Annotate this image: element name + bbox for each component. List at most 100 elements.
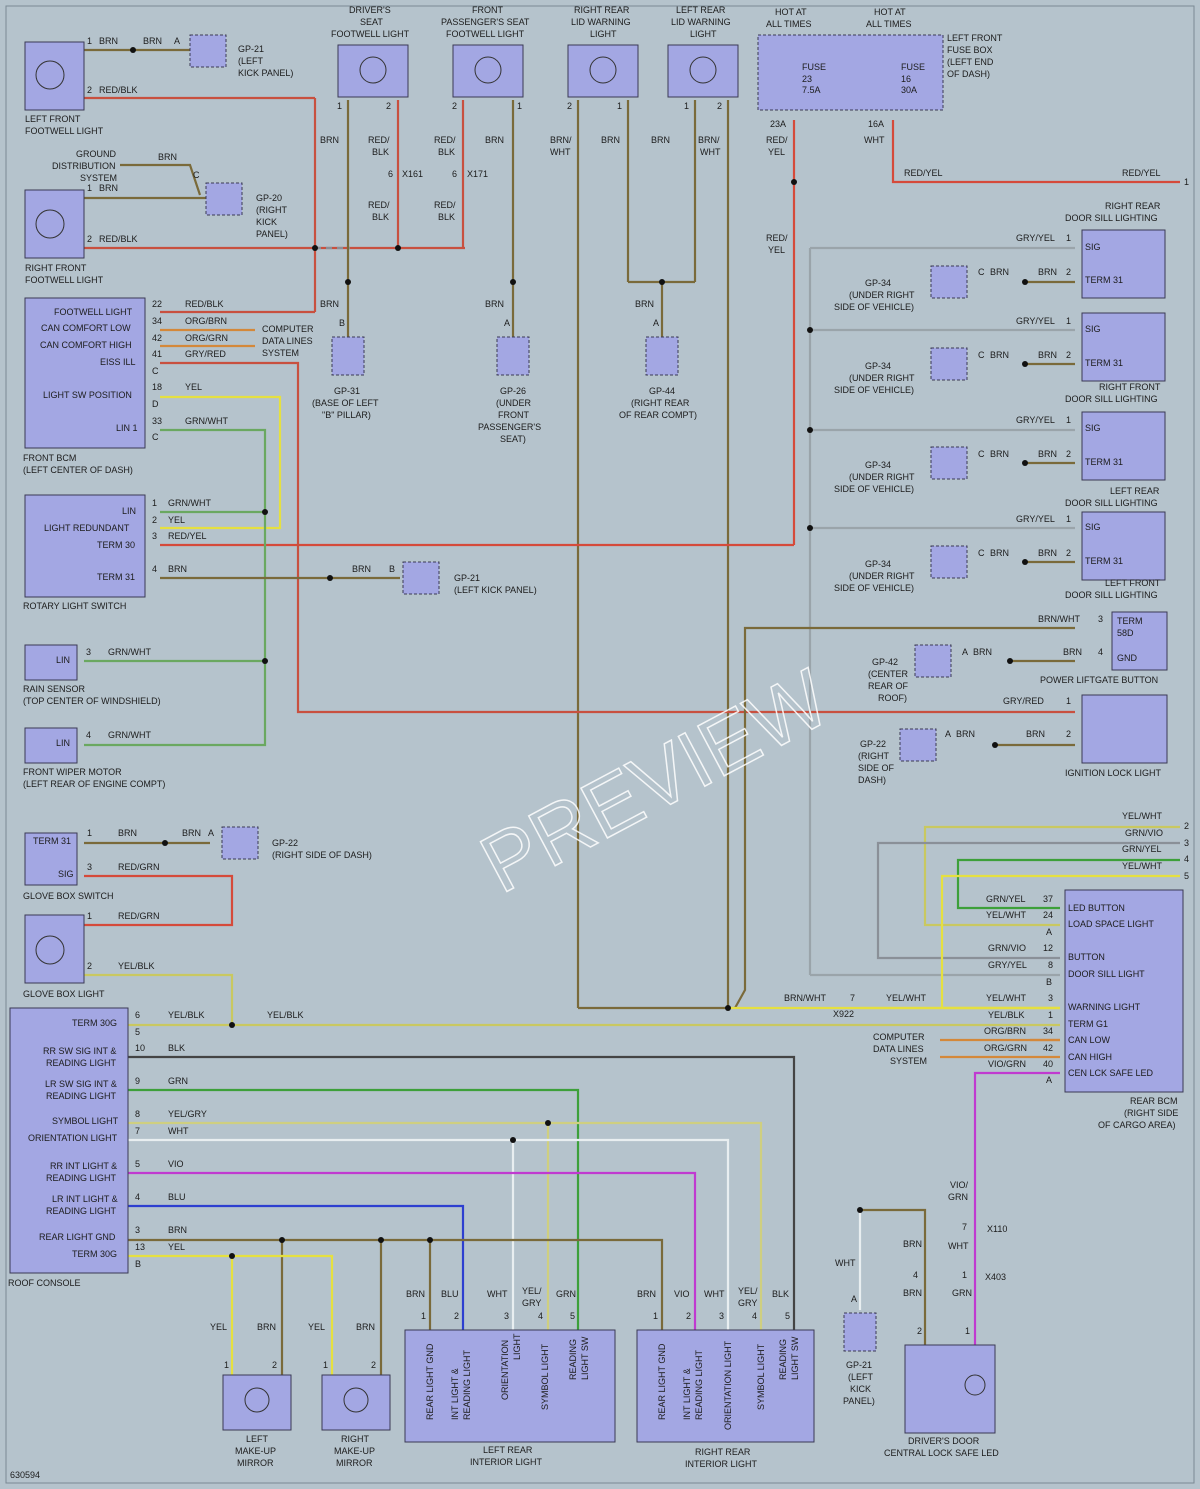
diagram-label: RIGHT REAR: [1105, 201, 1161, 211]
diagram-label: WHT: [700, 147, 721, 157]
wire: [128, 1204, 465, 1330]
diagram-label: 630594: [10, 1470, 40, 1480]
diagram-label: RIGHT FRONT: [1099, 382, 1161, 392]
diagram-label: X110: [987, 1224, 1007, 1234]
diagram-label: BRN/WHT: [1038, 614, 1080, 624]
diagram-label: LR INT LIGHT &: [52, 1194, 118, 1204]
diagram-label: (UNDER RIGHT: [849, 571, 915, 581]
vertical-label: INT LIGHT &: [682, 1368, 692, 1420]
diagram-label: TERM: [1117, 616, 1143, 626]
diagram-label: BRN: [352, 564, 371, 574]
diagram-label: IGNITION LOCK LIGHT: [1065, 768, 1162, 778]
diagram-label: BRN: [158, 152, 177, 162]
diagram-label: TERM 30: [97, 540, 135, 550]
diagram-label: 2: [454, 1311, 459, 1321]
diagram-label: B: [135, 1259, 141, 1269]
diagram-label: 40: [1043, 1059, 1053, 1069]
lamp-icon: [689, 56, 717, 84]
diagram-label: REAR LIGHT GND: [39, 1232, 116, 1242]
diagram-label: ROOF): [878, 693, 907, 703]
diagram-label: A: [945, 729, 951, 739]
diagram-label: 5: [570, 1311, 575, 1321]
diagram-label: C: [152, 366, 159, 376]
diagram-label: GRN/YEL: [986, 894, 1026, 904]
diagram-label: 3: [135, 1225, 140, 1235]
diagram-label: LIN: [56, 655, 70, 665]
diagram-label: FUSE: [901, 62, 925, 72]
diagram-label: YEL/: [738, 1286, 758, 1296]
diagram-label: SIDE OF VEHICLE): [834, 484, 914, 494]
diagram-label: PANEL): [256, 229, 288, 239]
diagram-label: 1: [617, 101, 622, 111]
vertical-label: READING LIGHT: [694, 1349, 704, 1420]
diagram-label: ROOF CONSOLE: [8, 1278, 81, 1288]
diagram-label: BRN: [903, 1288, 922, 1298]
diagram-label: DOOR SILL LIGHTING: [1065, 498, 1158, 508]
diagram-label: 2: [686, 1311, 691, 1321]
diagram-label: GP-34: [865, 361, 891, 371]
diagram-label: CAN COMFORT LOW: [41, 323, 131, 333]
ground-point: [221, 826, 259, 860]
diagram-label: 34: [1043, 1026, 1053, 1036]
diagram-label: YEL: [185, 382, 202, 392]
diagram-label: 23: [802, 74, 812, 84]
diagram-label: WARNING LIGHT: [1068, 1002, 1141, 1012]
ground-point: [930, 446, 968, 480]
diagram-label: OF DASH): [947, 69, 990, 79]
diagram-label: 4: [538, 1311, 543, 1321]
diagram-label: BLK: [372, 212, 389, 222]
diagram-label: SEAT: [360, 17, 383, 27]
left-front-fuse-box: [757, 34, 944, 111]
diagram-label: TERM 31: [1085, 275, 1123, 285]
diagram-label: YEL: [768, 147, 785, 157]
diagram-label: 4: [752, 1311, 757, 1321]
diagram-label: 2: [386, 101, 391, 111]
diagram-label: DATA LINES: [873, 1044, 924, 1054]
diagram-label: FUSE BOX: [947, 45, 993, 55]
diagram-label: SIDE OF VEHICLE): [834, 385, 914, 395]
diagram-label: 4: [1098, 647, 1103, 657]
drivers-seat-footwell-light-box: [337, 44, 409, 98]
diagram-label: FRONT: [472, 5, 503, 15]
diagram-label: 30A: [901, 85, 917, 95]
right-make-up-mirror-box: [321, 1374, 391, 1431]
diagram-label: DASH): [858, 775, 886, 785]
diagram-label: RED/: [766, 135, 788, 145]
diagram-label: INTERIOR LIGHT: [685, 1459, 758, 1469]
diagram-label: 3: [1184, 838, 1189, 848]
diagram-label: LID WARNING: [671, 17, 731, 27]
diagram-label: CAN COMFORT HIGH: [40, 340, 132, 350]
diagram-label: YEL/WHT: [1122, 811, 1163, 821]
vertical-label: INT LIGHT &: [450, 1368, 460, 1420]
diagram-label: REAR OF: [868, 681, 909, 691]
vertical-label: ORIENTATION LIGHT: [723, 1340, 733, 1430]
diagram-label: 22: [152, 299, 162, 309]
diagram-label: BRN/: [550, 135, 572, 145]
diagram-label: C: [978, 350, 985, 360]
diagram-label: 3: [1098, 614, 1103, 624]
vertical-label: ORIENTATION: [500, 1340, 510, 1400]
ground-point: [930, 545, 968, 579]
diagram-label: RED/BLK: [99, 85, 138, 95]
diagram-label: YEL/WHT: [986, 993, 1027, 1003]
front-wiper-motor-box: [24, 727, 78, 764]
lamp-icon: [244, 1387, 270, 1413]
diagram-label: (LEFT END: [947, 57, 994, 67]
diagram-label: 4: [135, 1192, 140, 1202]
diagram-label: SYSTEM: [80, 173, 117, 183]
rotary-light-switch-box: [24, 494, 146, 598]
diagram-label: 1: [87, 828, 92, 838]
diagram-label: 3: [87, 862, 92, 872]
diagram-label: 7: [962, 1222, 967, 1232]
diagram-label: 2: [1184, 821, 1189, 831]
diagram-label: GP-31: [334, 386, 360, 396]
diagram-label: GP-34: [865, 278, 891, 288]
diagram-label: BRN: [990, 449, 1009, 459]
diagram-label: 6: [388, 169, 393, 179]
diagram-label: WHT: [550, 147, 571, 157]
diagram-label: 1: [152, 498, 157, 508]
wire: [160, 395, 282, 530]
diagram-label: LIN: [122, 506, 136, 516]
diagram-label: 1: [1184, 177, 1189, 187]
wire: [860, 1208, 927, 1345]
